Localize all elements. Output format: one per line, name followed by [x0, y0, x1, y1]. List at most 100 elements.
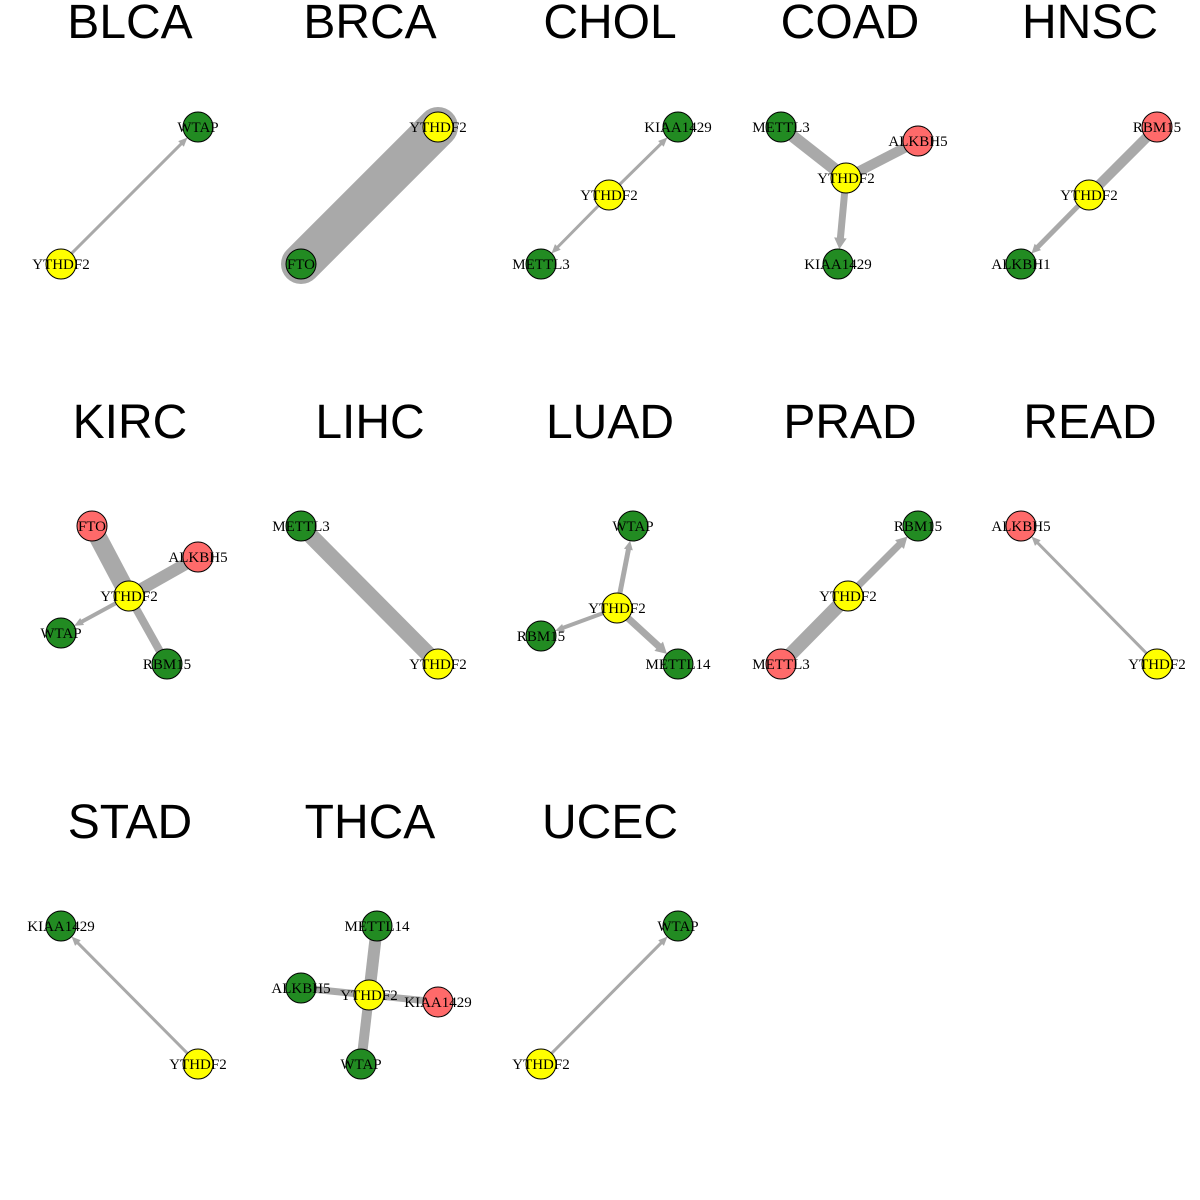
node-label: YTHDF2 [1060, 188, 1118, 204]
node-label: ALKBH5 [168, 550, 227, 566]
panel-title: THCA [305, 796, 436, 849]
arrowhead-icon [555, 623, 565, 632]
panel-title: UCEC [542, 796, 678, 849]
node-circle [76, 510, 108, 542]
node-rbm15: RBM15 [143, 648, 191, 680]
node-fto: FTO [76, 510, 108, 542]
node-circle [902, 125, 934, 157]
node-circle [151, 648, 183, 680]
node-fto: FTO [285, 248, 317, 280]
node-alkbh5: ALKBH5 [168, 541, 228, 573]
node-circle [1141, 648, 1173, 680]
node-label: ALKBH1 [991, 257, 1050, 273]
node-wtap: WTAP [177, 111, 219, 143]
node-circle [832, 580, 864, 612]
node-label: FTO [287, 257, 315, 273]
node-kiaa1429: KIAA1429 [644, 111, 712, 143]
edge-ythdf2-wtap [59, 137, 188, 266]
panel-title: BLCA [67, 0, 192, 49]
node-label: RBM15 [1133, 120, 1181, 136]
node-alkbh5: ALKBH5 [271, 972, 331, 1004]
node-label: RBM15 [143, 657, 191, 673]
node-circle [1005, 510, 1037, 542]
node-wtap: WTAP [657, 910, 699, 942]
edge-mettl3-ythdf2 [776, 591, 853, 669]
node-label: FTO [78, 519, 106, 535]
node-ythdf2: YTHDF2 [819, 580, 877, 612]
node-ythdf2: YTHDF2 [588, 592, 646, 624]
node-label: ALKBH5 [991, 519, 1050, 535]
node-label: WTAP [40, 626, 81, 642]
node-circle [345, 1048, 377, 1080]
node-label: YTHDF2 [817, 171, 875, 187]
node-alkbh5: ALKBH5 [888, 125, 948, 157]
node-ythdf2: YTHDF2 [1128, 648, 1186, 680]
arrowhead-icon [178, 137, 188, 147]
panel-title: STAD [68, 796, 192, 849]
arrowhead-icon [834, 237, 847, 250]
node-kiaa1429: KIAA1429 [27, 910, 95, 942]
node-label: KIAA1429 [644, 120, 712, 136]
edge-ythdf2-alkbh5 [1031, 536, 1159, 666]
node-ythdf2: YTHDF2 [169, 1048, 227, 1080]
node-label: ALKBH5 [888, 134, 947, 150]
node-wtap: WTAP [612, 510, 654, 542]
node-circle [182, 1048, 214, 1080]
node-circle [1005, 248, 1037, 280]
node-circle [45, 910, 77, 942]
node-circle [617, 510, 649, 542]
node-circle [182, 541, 214, 573]
node-label: METTL3 [512, 257, 570, 273]
node-circle [353, 979, 385, 1011]
node-label: KIAA1429 [404, 995, 472, 1011]
node-circle [113, 580, 145, 612]
panel-title: LUAD [546, 396, 674, 449]
node-label: YTHDF2 [100, 589, 158, 605]
panel-title: PRAD [783, 396, 916, 449]
panel-ucec: UCEC WTAP YTHDF2 [512, 796, 699, 1080]
arrowhead-icon [654, 641, 667, 654]
node-circle [525, 248, 557, 280]
arrowhead-icon [658, 137, 668, 147]
node-ythdf2: YTHDF2 [32, 248, 90, 280]
panel-title: LIHC [315, 396, 424, 449]
arrowhead-icon [1031, 536, 1041, 546]
node-alkbh1: ALKBH1 [991, 248, 1051, 280]
node-label: YTHDF2 [512, 1057, 570, 1073]
panel-title: CHOL [543, 0, 676, 49]
node-circle [822, 248, 854, 280]
node-circle [830, 162, 862, 194]
node-wtap: WTAP [40, 617, 82, 649]
panel-title: KIRC [73, 396, 188, 449]
node-wtap: WTAP [340, 1048, 382, 1080]
node-label: METTL3 [752, 657, 810, 673]
node-label: ALKBH5 [271, 981, 330, 997]
node-label: WTAP [657, 919, 698, 935]
node-circle [422, 648, 454, 680]
node-label: RBM15 [894, 519, 942, 535]
node-circle [593, 179, 625, 211]
edge-ythdf2-fto [281, 107, 458, 284]
node-label: YTHDF2 [1128, 657, 1186, 673]
node-circle [422, 986, 454, 1018]
node-mettl14: METTL14 [345, 910, 410, 942]
node-label: YTHDF2 [169, 1057, 227, 1073]
node-label: YTHDF2 [340, 988, 398, 1004]
node-ythdf2: YTHDF2 [1060, 179, 1118, 211]
node-circle [422, 111, 454, 143]
node-mettl3: METTL3 [512, 248, 570, 280]
node-label: WTAP [177, 120, 218, 136]
node-circle [45, 617, 77, 649]
node-mettl3: METTL3 [752, 648, 810, 680]
edge-rbm15-ythdf2 [1085, 123, 1161, 199]
node-circle [662, 111, 694, 143]
node-label: METTL14 [345, 919, 410, 935]
